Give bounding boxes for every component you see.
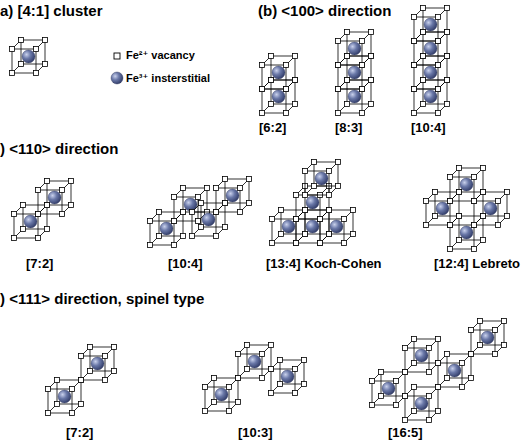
- cube-cell: [214, 177, 252, 215]
- cube-cell: [10, 38, 48, 76]
- cube-cell: [36, 179, 74, 217]
- cube-cell: [79, 345, 117, 383]
- cluster-label: [6:2]: [259, 120, 286, 135]
- cluster-label: [10:3]: [238, 425, 273, 440]
- cube-cell: [336, 30, 374, 68]
- cube-cell: [448, 214, 486, 252]
- cube-cell: [403, 337, 441, 375]
- legend-text: Fe²⁺ vacancy: [126, 49, 195, 62]
- cluster-label: [16:5]: [388, 425, 423, 440]
- cluster-label: [10:4]: [411, 120, 446, 135]
- cube-cell: [269, 358, 307, 396]
- cluster-label: [7:2]: [66, 425, 93, 440]
- cube-cell: [318, 208, 356, 246]
- cube-cell: [412, 6, 450, 44]
- cube-cell: [370, 370, 408, 408]
- cluster-label: [10:4]: [168, 256, 203, 271]
- cube-cell: [203, 376, 241, 414]
- panel-heading: ) <111> direction, spinel type: [0, 290, 204, 307]
- legend-text: Fe³⁺ insterstitial: [126, 72, 210, 85]
- panel-heading: a) [4:1] cluster: [0, 2, 103, 19]
- vacancy-symbol: [114, 53, 120, 59]
- panel-heading: ) <110> direction: [0, 140, 118, 157]
- cube-cell: [46, 378, 84, 416]
- cluster-label: [7:2]: [26, 256, 53, 271]
- panel-heading: (b) <100> direction: [258, 2, 391, 19]
- cube-cell: [236, 343, 274, 381]
- interstitial-symbol: [111, 72, 123, 84]
- cluster-label: [8:3]: [335, 120, 362, 135]
- cube-cell: [260, 54, 298, 92]
- cube-cell: [294, 184, 332, 222]
- cube-cell: [436, 352, 474, 390]
- cube-cell: [469, 319, 507, 357]
- cube-cell: [448, 166, 486, 204]
- cluster-label: [12:4] Lebreto: [434, 256, 520, 271]
- cluster-label: [13:4] Koch-Cohen: [266, 256, 382, 271]
- cube-cell: [303, 160, 341, 198]
- cube-cell: [403, 385, 441, 423]
